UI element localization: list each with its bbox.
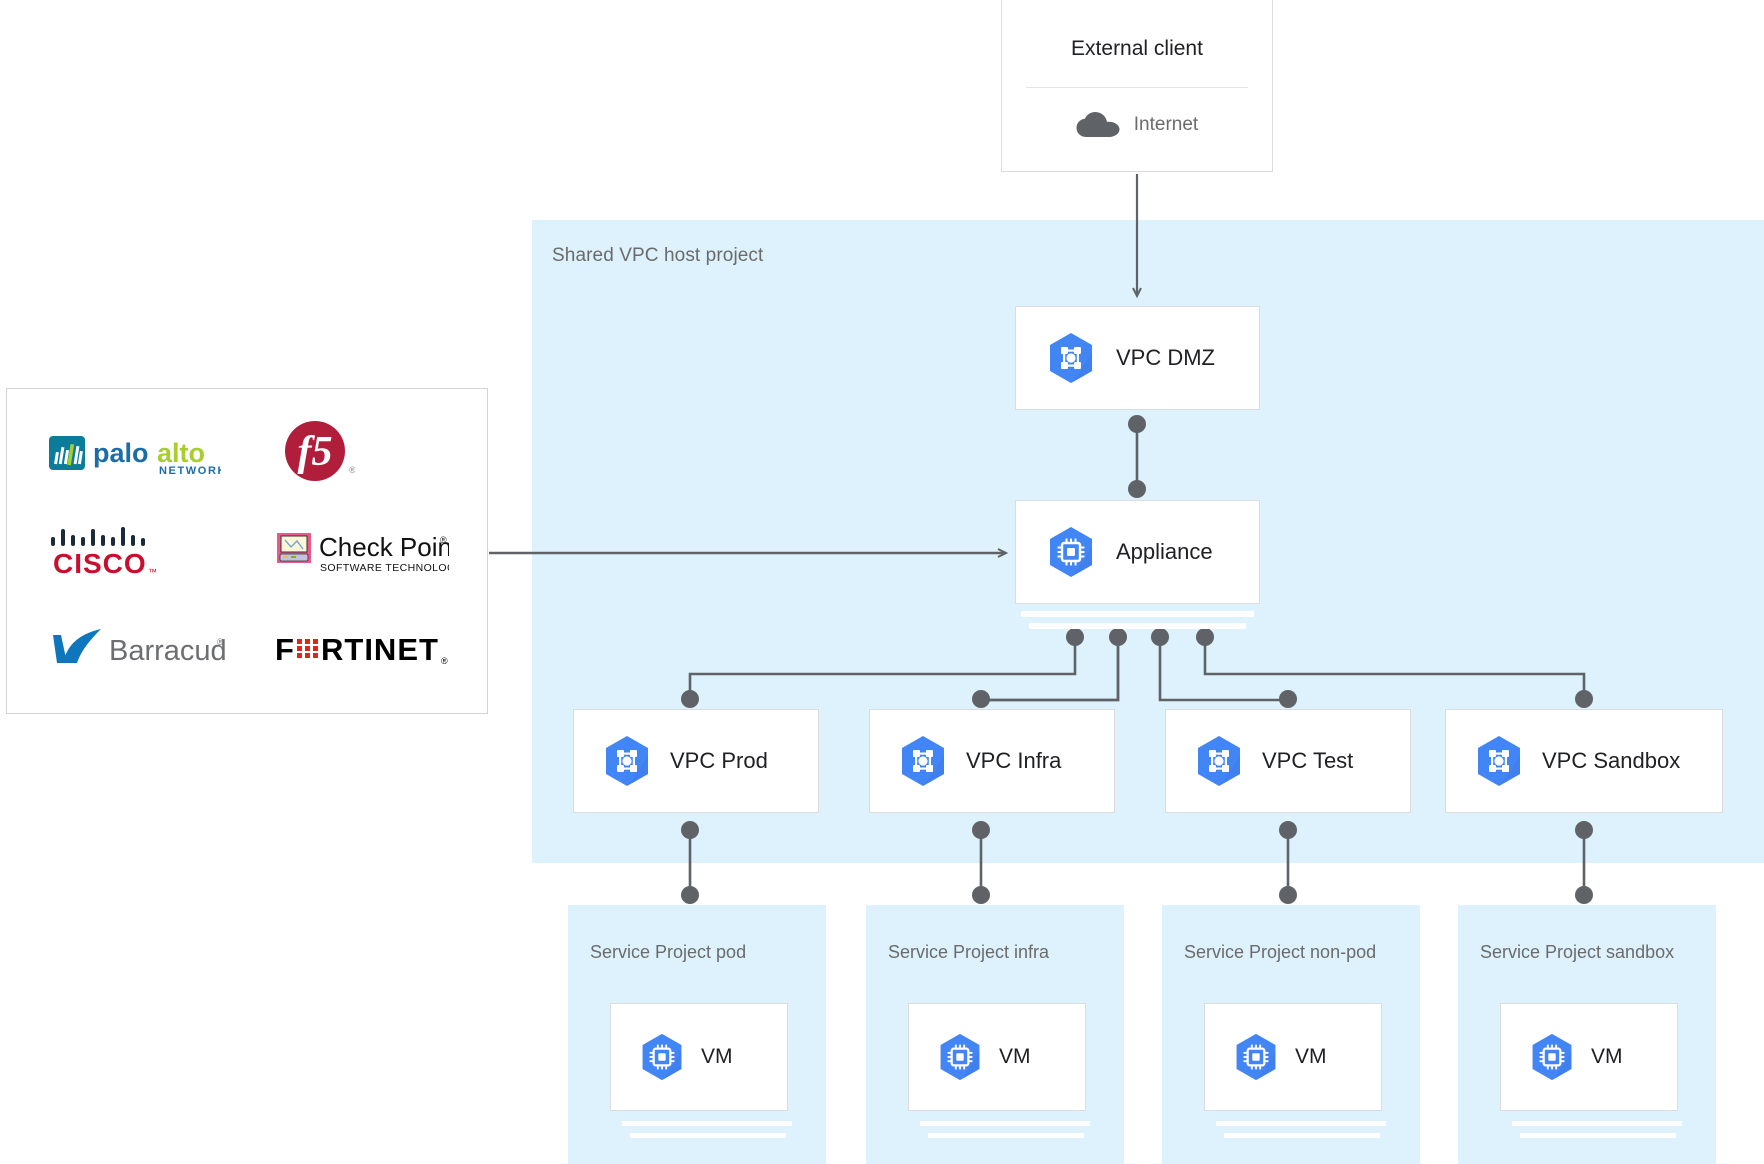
vpc-dmz-card[interactable]: VPC DMZ <box>1015 306 1260 410</box>
stack-line-2 <box>928 1133 1084 1138</box>
vpc-network-icon <box>1044 331 1098 385</box>
fortinet-word1: F <box>275 633 295 667</box>
paloalto-sub: NETWORKS <box>159 465 221 477</box>
f5-wordmark: f5 <box>298 429 333 475</box>
vm-card[interactable]: VM <box>1204 1003 1382 1111</box>
vpc-test-inner: VPC Test <box>1166 734 1353 788</box>
stack-line-2 <box>630 1133 786 1138</box>
svg-text:®: ® <box>440 535 447 545</box>
appliance-stack-line-2 <box>1029 623 1246 629</box>
service-project-pod-panel: Service Project pod VM <box>568 905 826 1164</box>
stack-line-2 <box>1224 1133 1380 1138</box>
vpc-test-label: VPC Test <box>1262 748 1354 773</box>
vendor-partner-panel: palo alto NETWORKS f5 ® <box>6 388 488 714</box>
vpc-network-icon <box>1192 734 1246 788</box>
service-project-label: Service Project sandbox <box>1480 942 1675 962</box>
appliance-label: Appliance <box>1116 539 1213 564</box>
vm-chip-icon <box>1231 1032 1281 1082</box>
external-client-title: External client <box>1071 37 1203 60</box>
f5-registered: ® <box>349 465 355 475</box>
appliance-inner: Appliance <box>1016 525 1213 579</box>
vm-chip-icon <box>1527 1032 1577 1082</box>
vm-label: VM <box>1591 1045 1623 1068</box>
service-project-label: Service Project pod <box>590 942 747 962</box>
paloalto-word1: palo <box>93 438 149 468</box>
vm-label: VM <box>999 1045 1031 1068</box>
stack-line-1 <box>920 1121 1090 1126</box>
barracuda-registered: ® <box>217 637 224 647</box>
vpc-infra-inner: VPC Infra <box>870 734 1061 788</box>
stack-line-1 <box>1512 1121 1682 1126</box>
appliance-stack-line-1 <box>1021 611 1254 617</box>
barracuda-wordmark: Barracuda <box>109 635 227 667</box>
barracuda-logo: Barracuda ® <box>45 627 227 673</box>
service-project-infra-panel: Service Project infra VM <box>866 905 1124 1164</box>
paloalto-word2: alto <box>157 438 205 468</box>
f5-logo: f5 ® <box>283 419 355 489</box>
vpc-prod-card[interactable]: VPC Prod <box>573 709 819 813</box>
vm-label: VM <box>701 1045 733 1068</box>
vpc-sandbox-inner: VPC Sandbox <box>1446 734 1680 788</box>
stack-line-1 <box>622 1121 792 1126</box>
service-project-non-pod-panel: Service Project non-pod VM <box>1162 905 1420 1164</box>
vpc-network-icon <box>896 734 950 788</box>
vm-card[interactable]: VM <box>610 1003 788 1111</box>
divider <box>1026 87 1248 88</box>
vpc-prod-label: VPC Prod <box>670 748 768 773</box>
cisco-wordmark: CISCO <box>53 548 147 579</box>
stack-line-2 <box>1520 1133 1676 1138</box>
vpc-dmz-inner: VPC DMZ <box>1016 331 1215 385</box>
stack-line-1 <box>1216 1121 1386 1126</box>
fortinet-logo: F RTINET ® <box>275 633 451 669</box>
internet-row: Internet <box>1002 112 1272 138</box>
vm-card[interactable]: VM <box>1500 1003 1678 1111</box>
vpc-infra-label: VPC Infra <box>966 748 1062 773</box>
vm-chip-icon <box>935 1032 985 1082</box>
appliance-card[interactable]: Appliance <box>1015 500 1260 604</box>
vm-label: VM <box>1295 1045 1327 1068</box>
checkpoint-logo: Check Point ® SOFTWARE TECHNOLOGIES LTD. <box>277 531 449 579</box>
cisco-tm: ™ <box>148 567 157 577</box>
cloud-icon <box>1076 112 1120 138</box>
appliance-chip-icon <box>1044 525 1098 579</box>
vpc-test-card[interactable]: VPC Test <box>1165 709 1411 813</box>
vpc-network-icon <box>600 734 654 788</box>
fortinet-registered: ® <box>441 656 448 666</box>
vpc-sandbox-label: VPC Sandbox <box>1542 748 1681 773</box>
vpc-dmz-label: VPC DMZ <box>1116 345 1215 370</box>
service-project-label: Service Project infra <box>888 942 1050 962</box>
vm-card[interactable]: VM <box>908 1003 1086 1111</box>
shared-vpc-host-project-label: Shared VPC host project <box>552 245 764 266</box>
checkpoint-wordmark: Check Point <box>319 532 449 562</box>
vm-chip-icon <box>637 1032 687 1082</box>
vpc-prod-inner: VPC Prod <box>574 734 768 788</box>
fortinet-word2: RTINET <box>321 633 439 667</box>
service-project-sandbox-panel: Service Project sandbox VM <box>1458 905 1716 1164</box>
service-project-label: Service Project non-pod <box>1184 942 1377 962</box>
vpc-infra-card[interactable]: VPC Infra <box>869 709 1115 813</box>
paloalto-logo: palo alto NETWORKS <box>49 431 221 477</box>
vpc-sandbox-card[interactable]: VPC Sandbox <box>1445 709 1723 813</box>
vpc-network-icon <box>1472 734 1526 788</box>
internet-label: Internet <box>1133 114 1199 135</box>
cisco-logo: CISCO ™ <box>49 521 161 585</box>
checkpoint-tagline: SOFTWARE TECHNOLOGIES LTD. <box>320 562 449 574</box>
external-client-card: External client Internet <box>1001 0 1273 172</box>
